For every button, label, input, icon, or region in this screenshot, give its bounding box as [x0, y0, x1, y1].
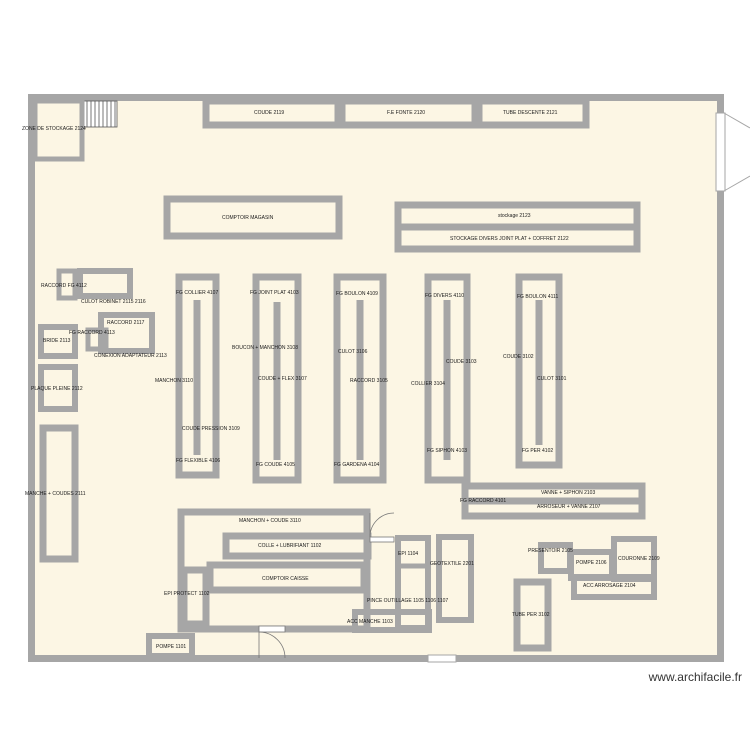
bottom-opening [427, 654, 457, 663]
label-manchon-coude: MANCHON + COUDE 3110 [239, 518, 301, 524]
label-couronne: COURONNE 2109 [618, 556, 660, 562]
label-bride-2113: BRIDE 2113 [43, 338, 71, 344]
label-fg-collier: FG COLLIER 4107 [176, 290, 219, 296]
label-fe-fonte: F.E FONTE 2120 [387, 110, 426, 116]
label-culot-3101: CULOT 3101 [537, 376, 567, 382]
label-presentoir: PRESENTOIR 2105 [528, 548, 573, 554]
label-fg-divers: FG DIVERS 4110 [425, 293, 465, 299]
label-geotextile: GEOTEXTILE 2201 [430, 561, 474, 567]
label-pompe-1101: POMPE 1101 [156, 644, 187, 650]
label-plaque-pleine: PLAQUE PLEINE 2112 [31, 386, 83, 392]
door-swings [258, 512, 395, 659]
label-culot-3106: CULOT 3106 [338, 349, 368, 355]
label-coude-3102: COUDE 3102 [503, 354, 534, 360]
label-vanne-siphon: VANNE + SIPHON 2103 [541, 490, 596, 496]
label-tube-descente: TUBE DESCENTE 2121 [503, 110, 558, 116]
label-raccord-2117: RACCORD 2117 [107, 320, 145, 326]
label-tube-per: TUBE PER 3102 [512, 612, 550, 618]
label-fg-flexible: FG FLEXIBLE 4106 [176, 458, 221, 464]
label-comptoir-caisse: COMPTOIR CAISSE [262, 576, 309, 582]
label-culot-robinet: CULOT ROBINET 2115 2116 [81, 299, 146, 305]
label-fg-per: FG PER 4102 [522, 448, 554, 454]
label-fg-raccord-4101: FG RACCORD 4101 [460, 498, 507, 504]
label-arroseur-vanne: ARROSEUR + VANNE 2107 [537, 504, 601, 510]
label-fg-raccord-4113: FG RACCORD 4113 [69, 330, 115, 336]
label-epi-1104: EPI 1104 [398, 551, 419, 557]
label-pompe-2106: POMPE 2106 [576, 560, 607, 566]
staircase [82, 100, 118, 128]
label-stockage-divers: STOCKAGE DIVERS JOINT PLAT + COFFRET 212… [450, 236, 569, 242]
label-coude-pression: COUDE PRESSION 3109 [182, 426, 240, 432]
label-pince-outillage: PINCE OUTILLAGE 1105 1106 1107 [367, 598, 449, 604]
side-door [715, 112, 750, 192]
label-collier-3104: COLLIER 3104 [411, 381, 445, 387]
label-coude-2119: COUDE 2119 [254, 110, 285, 116]
label-fg-siphon: FG SIPHON 4103 [427, 448, 468, 454]
label-fg-coude-4105: FG COUDE 4105 [256, 462, 295, 468]
label-stockage-2123: stockage 2123 [498, 213, 531, 219]
shelving [32, 97, 657, 659]
label-colle-lubrifiant: COLLE + LUBRIFIANT 1102 [258, 543, 322, 549]
label-conexion-adaptateur: CONEXION ADAPTATEUR 2113 [94, 353, 167, 359]
label-manche-coudes: MANCHE + COUDES 2111 [25, 491, 86, 497]
label-comptoir-magasin: COMPTOIR MAGASIN [222, 215, 274, 221]
label-fg-gardena: FG GARDENA 4104 [334, 462, 380, 468]
label-raccord-3105: RACCORD 3105 [350, 378, 388, 384]
label-acc-manche: ACC MANCHE 1103 [347, 619, 393, 625]
label-fg-boulon-4109: FG BOULON 4109 [336, 291, 378, 297]
label-acc-arrosage: ACC ARROSAGE 2104 [583, 583, 636, 589]
label-epi-protect: EPI PROTECT 1102 [164, 591, 210, 597]
label-manchon-3110: MANCHON 3110 [155, 378, 193, 384]
label-zone-stockage: ZONE DE STOCKAGE 2124 [22, 126, 86, 132]
floor-area [29, 95, 723, 659]
label-coude-3103: COUDE 3103 [446, 359, 477, 365]
label-coude-flex: COUDE + FLEX 3107 [258, 376, 307, 382]
label-fg-joint-plat: FG JOINT PLAT 4103 [250, 290, 299, 296]
label-bouchon-manchon: BOUCON + MANCHON 3108 [232, 345, 298, 351]
label-fg-boulon-4111: FG BOULON 4111 [517, 294, 559, 300]
label-raccord-fg-4112: RACCORD FG 4112 [41, 283, 87, 289]
watermark: www.archifacile.fr [648, 670, 742, 684]
